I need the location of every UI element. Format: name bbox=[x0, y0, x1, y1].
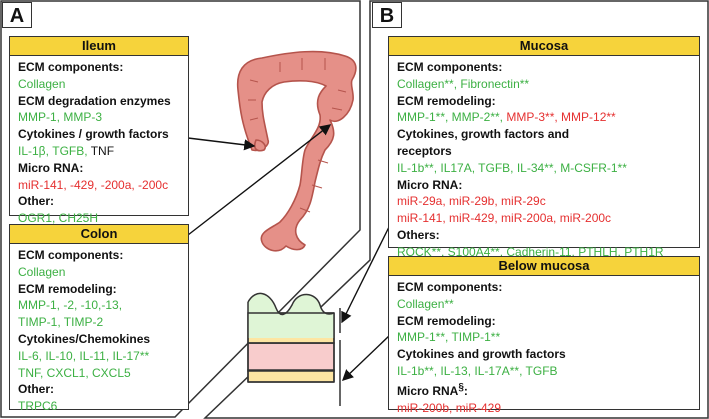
below-mucosa-cytokines-values: IL-1b**, IL-13, IL-17A**, TGFB bbox=[397, 363, 558, 378]
colon-other-values: TRPC6 bbox=[18, 399, 58, 414]
colon-remodeling-line1: MMP-1, -2, -10,-13, bbox=[18, 298, 123, 313]
mucosa-title: Mucosa bbox=[389, 37, 699, 56]
colon-box: Colon ECM components: Collagen ECM remod… bbox=[9, 224, 189, 413]
mucosa-others-values: ROCK**, S100A4**, Cadherin-11, PTHLH, PT… bbox=[397, 244, 664, 259]
mucosa-cytokines-heading-line1: Cytokines, growth factors and bbox=[397, 127, 570, 142]
below-mucosa-title: Below mucosa bbox=[389, 257, 699, 276]
mucosa-remodeling-red: MMP-3**, MMP-12** bbox=[506, 110, 616, 125]
large-intestine-illustration bbox=[236, 50, 357, 252]
ileum-enzymes-values: MMP-1, MMP-3 bbox=[18, 110, 102, 125]
colon-remodeling-line2: TIMP-1, TIMP-2 bbox=[18, 315, 104, 330]
mucosa-ecm-values: Collagen**, Fibronectin** bbox=[397, 76, 530, 91]
mucosa-remodeling-green: MMP-1**, MMP-2**, bbox=[397, 110, 504, 125]
colon-ecm-values: Collagen bbox=[18, 264, 66, 279]
ileum-enzymes-heading: ECM degradation enzymes bbox=[18, 93, 171, 108]
mucosa-cytokines-heading-line2: receptors bbox=[397, 143, 452, 158]
mucosa-ecm-heading: ECM components: bbox=[397, 60, 503, 74]
colon-arrow bbox=[187, 124, 332, 236]
below-mucosa-ecm-heading: ECM components: bbox=[397, 280, 503, 294]
intestine-folds bbox=[248, 58, 347, 213]
mucosa-cytokines-values: IL-1b**, IL17A, TGFB, IL-34**, M-CSFR-1*… bbox=[397, 160, 627, 175]
ileum-mirna-values: miR-141, -429, -200a, -200c bbox=[18, 177, 169, 192]
colon-ecm-heading: ECM components: bbox=[18, 248, 124, 262]
colon-other-heading: Other: bbox=[18, 382, 54, 397]
ileum-box: Ileum ECM components: Collagen ECM degra… bbox=[9, 36, 189, 225]
tissue-layers bbox=[247, 292, 335, 383]
ileum-cytokines-heading: Cytokines / growth factors bbox=[18, 127, 169, 142]
mucosa-remodeling-heading: ECM remodeling: bbox=[397, 93, 496, 108]
ileum-ecm-values: Collagen bbox=[18, 76, 66, 91]
panel-label-a: A bbox=[2, 2, 32, 28]
colon-cytokines-line1: IL-6, IL-10, IL-11, IL-17** bbox=[18, 348, 150, 363]
ileum-other-values: OGR1, CH25H bbox=[18, 211, 99, 226]
ileum-title: Ileum bbox=[10, 37, 188, 56]
below-mucosa-remodeling-heading: ECM remodeling: bbox=[397, 313, 496, 328]
below-mucosa-cytokines-heading: Cytokines and growth factors bbox=[397, 347, 566, 362]
below-mucosa-arrow bbox=[341, 334, 391, 381]
ileum-mirna-heading: Micro RNA: bbox=[18, 160, 84, 175]
mucosa-arrow bbox=[341, 224, 391, 324]
ileum-other-heading: Other: bbox=[18, 194, 54, 209]
colon-title: Colon bbox=[10, 225, 188, 244]
colon-cytokines-heading: Cytokines/Chemokines bbox=[18, 331, 151, 346]
ileum-cytokines-black: TNF bbox=[90, 143, 115, 158]
below-mucosa-remodeling-values: MMP-1**, TIMP-1** bbox=[397, 330, 501, 345]
ileum-ecm-heading: ECM components: bbox=[18, 60, 124, 74]
mucosa-mirna-heading: Micro RNA: bbox=[397, 177, 463, 192]
mucosa-others-heading: Others: bbox=[397, 227, 440, 242]
panel-label-b: B bbox=[372, 2, 402, 28]
mucosa-box: Mucosa ECM components: Collagen**, Fibro… bbox=[388, 36, 700, 259]
panel-b-frame bbox=[203, 0, 709, 419]
colon-cytokines-line2: TNF, CXCL1, CXCL5 bbox=[18, 365, 131, 380]
mucosa-mirna-line1: miR-29a, miR-29b, miR-29c bbox=[397, 194, 546, 209]
ileum-arrow bbox=[187, 137, 256, 151]
below-mucosa-box: Below mucosa ECM components: Collagen** … bbox=[388, 256, 700, 415]
below-mucosa-ecm-values: Collagen** bbox=[397, 296, 454, 311]
mucosa-mirna-line2: miR-141, miR-429, miR-200a, miR-200c bbox=[397, 211, 612, 226]
below-mucosa-mirna-superscript: § bbox=[458, 381, 464, 393]
below-mucosa-mirna-colon: : bbox=[463, 383, 468, 398]
below-mucosa-mirna-heading: Micro RNA bbox=[397, 383, 459, 398]
colon-remodeling-heading: ECM remodeling: bbox=[18, 281, 117, 296]
below-mucosa-mirna-values: miR-200b, miR-429 bbox=[397, 400, 502, 415]
ileum-cytokines-green: IL-1β, TGFB, bbox=[18, 143, 88, 158]
